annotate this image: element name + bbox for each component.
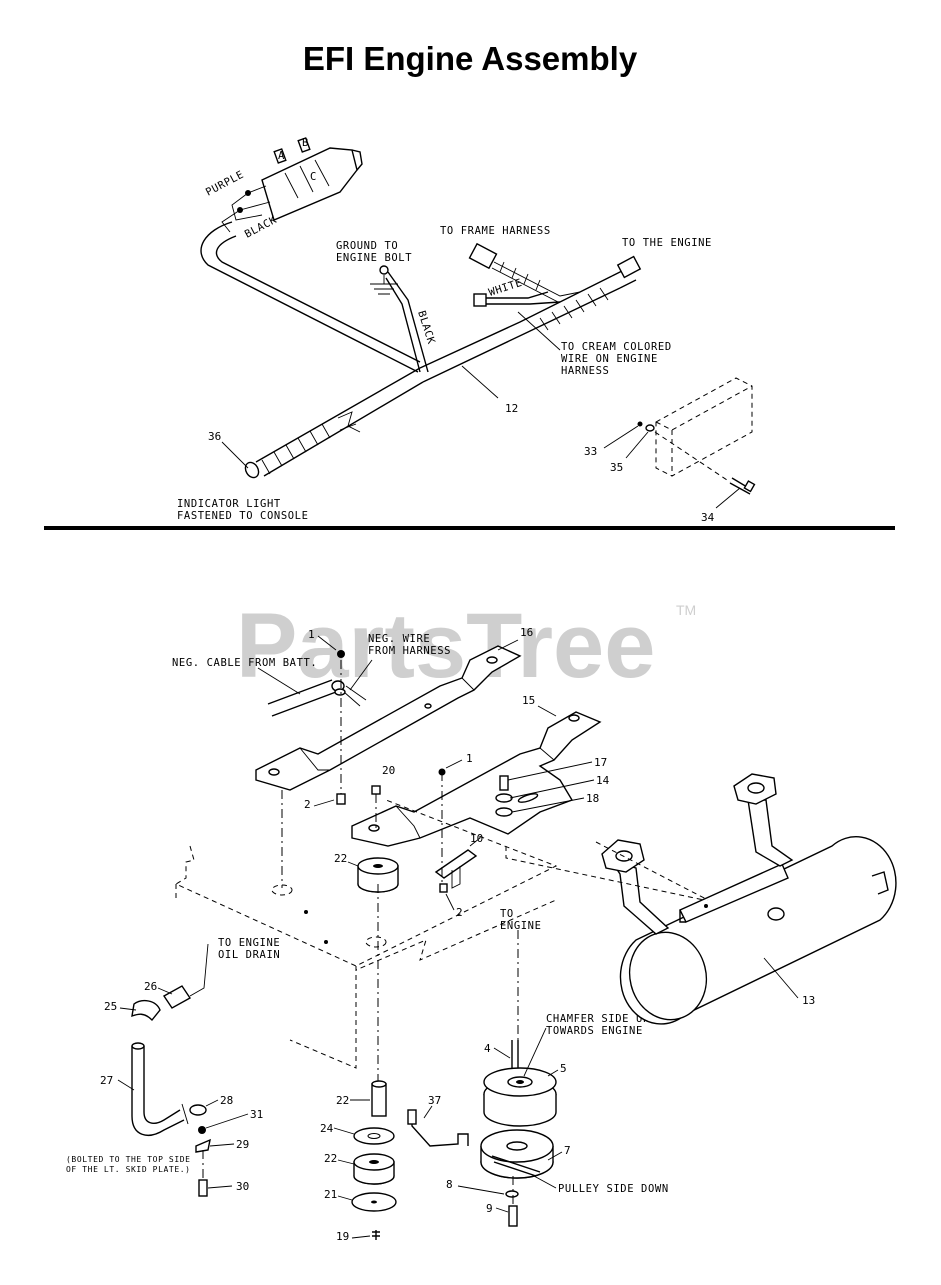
part-31-label: 31 [250,1108,263,1121]
oil-drain-label-1: TO ENGINE [218,937,280,949]
part-34-label: 34 [701,511,715,524]
ground-label-1: GROUND TO [336,240,398,252]
indicator-label-1: INDICATOR LIGHT [177,498,281,510]
neg-wire-label-2: FROM HARNESS [368,645,451,657]
part-22a-label: 22 [334,852,347,865]
part-21-label: 21 [324,1188,337,1201]
oil-drain-label-2: OIL DRAIN [218,949,280,961]
spacer-stack [351,1080,397,1240]
clip-10 [434,772,481,911]
part-30-label: 30 [236,1180,249,1193]
ground-wire [370,265,429,373]
part-2a-label: 2 [304,798,311,811]
part-14-label: 14 [596,774,610,787]
chamfer-label-1: CHAMFER SIDE UP [546,1013,650,1025]
pulley-side-down-label: PULLEY SIDE DOWN [558,1183,669,1195]
cream-wire-label-3: HARNESS [561,365,609,377]
part-5-label: 5 [560,1062,567,1075]
indicator-label-2: FASTENED TO CONSOLE [177,510,309,522]
part-2b-label: 2 [456,906,463,919]
module-box [603,377,756,509]
part-17-label: 17 [594,756,607,769]
indicator-connector [221,137,363,233]
part-9-label: 9 [486,1202,493,1215]
wire-purple-label: PURPLE [204,169,246,199]
part-25-label: 25 [104,1000,117,1013]
neg-cable-label: NEG. CABLE FROM BATT. [172,657,317,669]
part-33-label: 33 [584,445,597,458]
part-8-label: 8 [446,1178,453,1191]
part-24-label: 24 [320,1122,334,1135]
wire-white-label: WHITE [487,277,524,299]
part-18-label: 18 [586,792,599,805]
wire-harness-12 [200,221,642,479]
part-10-label: 10 [470,832,483,845]
mounting-bracket-15 [351,711,602,847]
part-1a-label: 1 [308,628,315,641]
part-12-label: 12 [505,402,518,415]
oil-drain [131,943,211,1197]
to-the-engine-label: TO THE ENGINE [622,237,712,249]
wire-black-ground-label: BLACK [415,309,437,346]
frame-plate [174,790,558,1082]
part-27-label: 27 [100,1074,113,1087]
part-19-label: 19 [336,1230,349,1243]
part-7-label: 7 [564,1144,571,1157]
part-37-label: 37 [428,1094,441,1107]
part-26-label: 26 [144,980,157,993]
ground-label-2: ENGINE BOLT [336,252,412,264]
to-engine-label-2: ENGINE [500,920,542,932]
bolted-label-2: OF THE LT. SKID PLATE.) [66,1165,191,1174]
muffler-13 [505,773,897,1025]
bracket-hardware [313,660,595,830]
part-1b-label: 1 [466,752,473,765]
mounting-bracket-16 [255,645,522,791]
pulley-clutch-assembly [407,930,557,1227]
chamfer-label-2: TOWARDS ENGINE [546,1025,643,1037]
bolted-label-1: (BOLTED TO THE TOP SIDE [66,1155,191,1164]
part-20-label: 20 [382,764,395,777]
neg-cable [267,679,367,717]
page-title: EFI Engine Assembly [303,40,638,77]
to-engine-label-1: TO [500,908,514,920]
pin-c-label: C [310,171,317,183]
pin-a-label: A [278,150,285,162]
harness-diagram: PURPLE BLACK A B C BLACK [177,137,756,524]
cream-wire-label-1: TO CREAM COLORED [561,341,672,353]
part-22b-label: 22 [336,1094,349,1107]
part-28-label: 28 [220,1094,233,1107]
cream-wire-label-2: WIRE ON ENGINE [561,353,658,365]
neg-wire-label-1: NEG. WIRE [368,633,430,645]
part-16-label: 16 [520,626,533,639]
part-35-label: 35 [610,461,623,474]
part-22c-label: 22 [324,1152,337,1165]
pin-b-label: B [302,137,309,149]
frame-harness-connector [468,242,581,307]
watermark: PartsTree [236,595,655,697]
section-divider [44,526,895,530]
engine-mount-diagram: NEG. CABLE FROM BATT. NEG. WIRE FROM HAR… [66,626,897,1243]
part-4-label: 4 [484,1042,491,1055]
part-13-label: 13 [802,994,815,1007]
watermark-tm: TM [676,602,696,618]
to-frame-harness-label: TO FRAME HARNESS [440,225,551,237]
part-36-label: 36 [208,430,221,443]
part-29-label: 29 [236,1138,249,1151]
part-15-label: 15 [522,694,535,707]
